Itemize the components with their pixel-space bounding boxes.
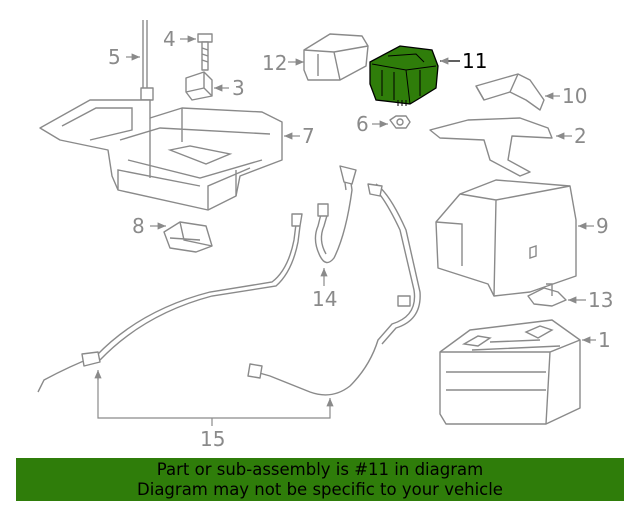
callout-12: 12 xyxy=(262,51,287,75)
callout-4: 4 xyxy=(163,27,176,51)
part-5-hold-down-rod xyxy=(140,20,154,103)
banner-line-1: Part or sub-assembly is #11 in diagram xyxy=(156,460,484,479)
part-8-bracket xyxy=(163,221,213,253)
callout-15: 15 xyxy=(200,427,225,451)
callout-7: 7 xyxy=(302,124,315,148)
callout-14: 14 xyxy=(312,287,337,311)
part-9-battery-insulator xyxy=(435,179,577,297)
part-7-battery-tray xyxy=(39,99,283,211)
callout-6: 6 xyxy=(356,112,369,136)
callout-2: 2 xyxy=(574,124,587,148)
banner-line-2: Diagram may not be specific to your vehi… xyxy=(137,480,503,499)
part-3-clamp xyxy=(185,71,213,101)
callout-11: 11 xyxy=(462,49,487,73)
part-6-nut xyxy=(389,115,411,129)
part-14-short-cable xyxy=(314,165,357,264)
callout-3: 3 xyxy=(232,76,245,100)
callout-9: 9 xyxy=(596,214,609,238)
callout-1: 1 xyxy=(598,328,611,352)
callout-10: 10 xyxy=(562,84,587,108)
part-4-bolt xyxy=(197,33,213,71)
part-1-battery xyxy=(439,319,581,425)
part-13-small-bracket xyxy=(527,283,567,307)
part-15-battery-cable xyxy=(37,183,421,396)
parts-diagram: 5 4 3 12 11 10 6 2 xyxy=(37,20,613,451)
callout-8: 8 xyxy=(132,214,145,238)
callout-5: 5 xyxy=(108,45,121,69)
part-12-cover xyxy=(303,33,369,81)
part-10-bracket xyxy=(475,73,545,111)
part-11-fuse-block-highlighted xyxy=(369,45,439,106)
part-2-hold-down-strap xyxy=(429,117,553,177)
info-banner: Part or sub-assembly is #11 in diagram D… xyxy=(16,458,624,501)
callout-13: 13 xyxy=(588,288,613,312)
